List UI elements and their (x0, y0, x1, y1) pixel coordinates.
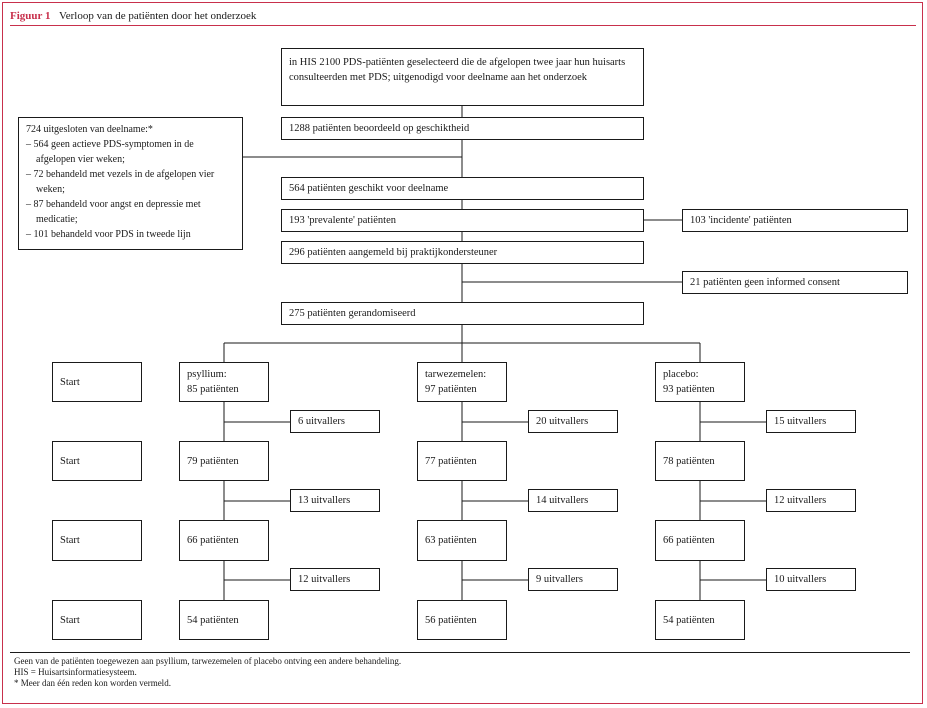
arm-name: psyllium: (187, 369, 227, 380)
stage-box: 66 patiënten (179, 520, 269, 561)
header-rule (10, 25, 916, 26)
dropout-box: 12 uitvallers (766, 489, 856, 512)
stage-count: 66 patiënten (187, 535, 239, 546)
row-start-box: Start (52, 520, 142, 561)
selected-box: in HIS 2100 PDS-patiënten geselecteerd d… (281, 48, 644, 106)
arm-name: tarwezemelen: (425, 369, 487, 380)
dropout-count: 12 uitvallers (774, 495, 827, 506)
incident-text: 103 'incidente' patiënten (690, 215, 792, 226)
dropout-box: 14 uitvallers (528, 489, 618, 512)
prevalent-text: 193 'prevalente' patiënten (289, 215, 396, 226)
registered-box: 296 patiënten aangemeld bij praktijkonde… (281, 241, 644, 264)
arm-start-count: 93 patiënten (663, 384, 715, 395)
figure-label: Figuur 1 (10, 10, 51, 22)
stage-count: 54 patiënten (663, 614, 715, 626)
stage-count: 79 patiënten (187, 455, 239, 467)
stage-box: 56 patiënten (417, 600, 507, 640)
footnote: HIS = Huisartsinformatiesysteem. (14, 667, 137, 677)
randomised-box: 275 patiënten gerandomiseerd (281, 302, 644, 325)
dropout-count: 10 uitvallers (774, 574, 827, 585)
stage-box: 54 patiënten (655, 600, 745, 640)
footer-rule (10, 652, 910, 653)
stage-count: 78 patiënten (663, 455, 715, 467)
stage-box: 54 patiënten (179, 600, 269, 640)
eligible-text: 564 patiënten geschikt voor deelname (289, 183, 449, 194)
stage-box: 78 patiënten (655, 441, 745, 481)
figure-header: Figuur 1 Verloop van de patiënten door h… (10, 10, 256, 22)
dropout-count: 6 uitvallers (298, 416, 345, 427)
incident-box: 103 'incidente' patiënten (682, 209, 908, 232)
arm-start-box-tarwezemelen: tarwezemelen: 97 patiënten (417, 362, 507, 402)
figure-footnotes: Geen van de patiënten toegewezen aan psy… (14, 656, 401, 689)
arm-start-count: 85 patiënten (187, 384, 239, 395)
excluded-reason: 564 geen actieve PDS-symptomen in de afg… (26, 137, 235, 167)
excluded-reason: 101 behandeld voor PDS in tweede lijn (26, 227, 235, 242)
excluded-reasons-list: 564 geen actieve PDS-symptomen in de afg… (26, 137, 235, 242)
stage-count: 54 patiënten (187, 614, 239, 626)
dropout-count: 15 uitvallers (774, 416, 827, 427)
prevalent-box: 193 'prevalente' patiënten (281, 209, 644, 232)
excluded-reason: 87 behandeld voor angst en depressie met… (26, 197, 235, 227)
arm-start-box-psyllium: psyllium: 85 patiënten (179, 362, 269, 402)
excluded-reason: 72 behandeld met vezels in de afgelopen … (26, 167, 235, 197)
stage-count: 56 patiënten (425, 614, 477, 626)
stage-count: 63 patiënten (425, 535, 477, 546)
footnote: Geen van de patiënten toegewezen aan psy… (14, 656, 402, 666)
dropout-box: 20 uitvallers (528, 410, 618, 433)
dropout-count: 20 uitvallers (536, 416, 589, 427)
dropout-count: 9 uitvallers (536, 574, 583, 585)
eligible-box: 564 patiënten geschikt voor deelname (281, 177, 644, 200)
stage-count: 66 patiënten (663, 535, 715, 546)
registered-text: 296 patiënten aangemeld bij praktijkonde… (289, 247, 498, 258)
dropout-count: 12 uitvallers (298, 574, 351, 585)
stage-box: 63 patiënten (417, 520, 507, 561)
dropout-box: 9 uitvallers (528, 568, 618, 591)
figure-title: Verloop van de patiënten door het onderz… (59, 10, 257, 22)
row-start-label: Start (60, 455, 80, 467)
dropout-box: 10 uitvallers (766, 568, 856, 591)
stage-box: 79 patiënten (179, 441, 269, 481)
row-start-box: Start (52, 441, 142, 481)
row-start-box: Start (52, 600, 142, 640)
arm-name: placebo: (663, 369, 699, 380)
dropout-box: 12 uitvallers (290, 568, 380, 591)
arm-start-box-placebo: placebo: 93 patiënten (655, 362, 745, 402)
arm-start-count: 97 patiënten (425, 384, 477, 395)
stage-box: 66 patiënten (655, 520, 745, 561)
stage-count: 77 patiënten (425, 455, 477, 467)
row-start-box: Start (52, 362, 142, 402)
excluded-title: 724 uitgesloten van deelname:* (26, 124, 153, 135)
dropout-box: 13 uitvallers (290, 489, 380, 512)
dropout-count: 14 uitvallers (536, 495, 589, 506)
stage-box: 77 patiënten (417, 441, 507, 481)
no-consent-box: 21 patiënten geen informed consent (682, 271, 908, 294)
footnote: * Meer dan één reden kon worden vermeld. (14, 678, 171, 688)
assessed-box: 1288 patiënten beoordeeld op geschikthei… (281, 117, 644, 140)
row-start-label: Start (60, 535, 80, 546)
randomised-text: 275 patiënten gerandomiseerd (289, 308, 416, 319)
row-start-label: Start (60, 376, 80, 388)
dropout-box: 6 uitvallers (290, 410, 380, 433)
no-consent-text: 21 patiënten geen informed consent (690, 277, 840, 288)
excluded-box: 724 uitgesloten van deelname:* 564 geen … (18, 117, 243, 250)
dropout-count: 13 uitvallers (298, 495, 351, 506)
dropout-box: 15 uitvallers (766, 410, 856, 433)
row-start-label: Start (60, 614, 80, 626)
selected-text: in HIS 2100 PDS-patiënten geselecteerd d… (289, 57, 626, 83)
assessed-text: 1288 patiënten beoordeeld op geschikthei… (289, 123, 470, 134)
